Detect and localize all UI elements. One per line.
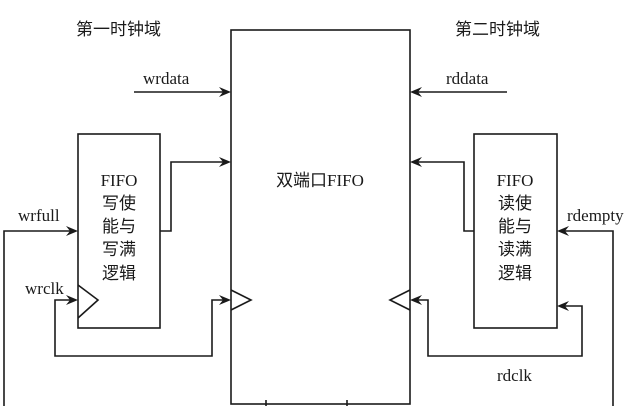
read-logic-line-4: 读满: [498, 240, 532, 259]
write-logic-line-3: 能与: [102, 217, 136, 236]
wrclk-main-arrowhead-icon: [219, 295, 231, 305]
rdclk-main-arrowhead-icon: [410, 295, 422, 305]
write-logic-line-2: 写使: [102, 193, 136, 213]
rdclk-logic-arrowhead-icon: [557, 301, 569, 311]
wrclk-logic-arrowhead-icon: [66, 295, 78, 305]
wrclk-label: wrclk: [25, 279, 64, 298]
read-logic-line-3: 能与: [498, 217, 532, 236]
read-enable-line: [414, 161, 474, 232]
dual-port-fifo-label: 双端口FIFO: [276, 171, 364, 190]
write-logic-line-5: 逻辑: [102, 264, 136, 283]
wrfull-label: wrfull: [18, 206, 60, 225]
read-logic-line-1: FIFO: [497, 171, 534, 190]
rdclk-line: [414, 299, 583, 357]
rdempty-arrowhead-icon: [557, 226, 569, 236]
wrfull-arrowhead-icon: [66, 226, 78, 236]
rdempty-line: [561, 230, 614, 406]
dual-port-fifo-block: [230, 29, 411, 405]
read-clock-port-icon: [388, 289, 411, 311]
wrfull-line: [3, 230, 74, 406]
rddata-label: rddata: [446, 69, 489, 88]
rddata-arrowhead-icon: [410, 87, 422, 97]
write-logic-line-4: 写满: [102, 240, 136, 259]
left-domain-title: 第一时钟域: [76, 20, 161, 39]
read-logic-block: FIFO 读使 能与 读满 逻辑: [473, 133, 558, 329]
wrclk-line: [54, 299, 227, 357]
write-logic-clock-port-icon: [77, 284, 100, 319]
read-logic-line-5: 逻辑: [498, 264, 532, 283]
write-logic-line-1: FIFO: [101, 171, 138, 190]
read-logic-line-2: 读使: [498, 193, 532, 213]
wrdata-label: wrdata: [143, 69, 190, 88]
write-logic-block: FIFO 写使 能与 写满 逻辑: [77, 133, 161, 329]
rdclk-label: rdclk: [497, 366, 532, 385]
right-domain-title: 第二时钟域: [455, 20, 540, 39]
write-enable-arrowhead-icon: [219, 157, 231, 167]
write-clock-port-icon: [230, 289, 253, 311]
read-enable-arrowhead-icon: [410, 157, 422, 167]
write-enable-line: [160, 161, 227, 232]
rdempty-label: rdempty: [567, 206, 624, 225]
wrdata-arrowhead-icon: [219, 87, 231, 97]
